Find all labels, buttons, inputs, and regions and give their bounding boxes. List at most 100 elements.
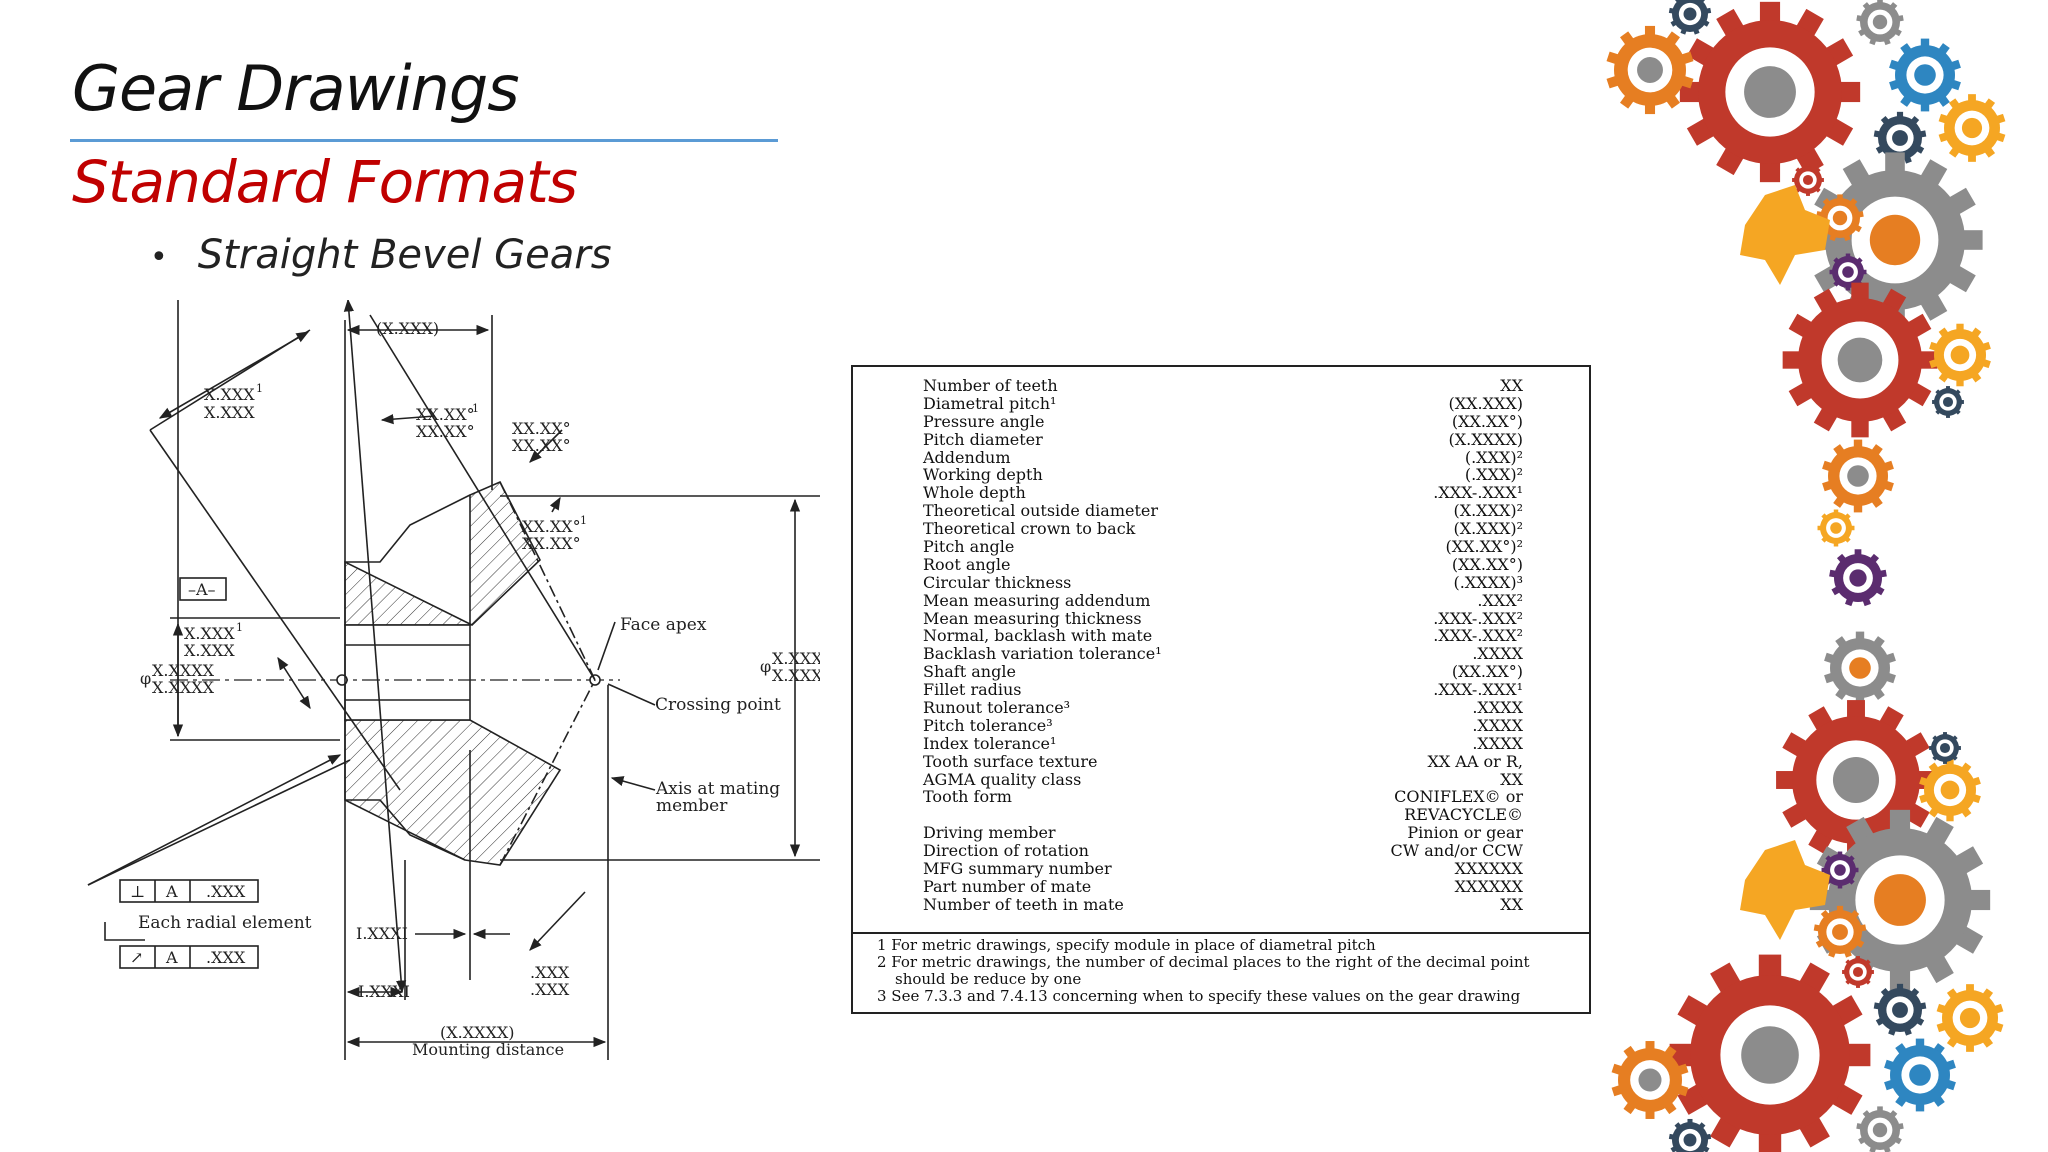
orange-gear-icon <box>1822 439 1894 513</box>
yellow-half-gear-icon <box>1740 185 1830 285</box>
row-label: Direction of rotation <box>923 841 1089 861</box>
red-gear-icon <box>1782 282 1938 438</box>
row-value: CONIFLEX© or <box>1394 787 1523 807</box>
row-value: .XXX-.XXX¹ <box>1433 680 1523 700</box>
row-label: Mean measuring thickness <box>923 608 1142 628</box>
od-phi: φ <box>760 657 771 676</box>
orange-gear-icon <box>1813 905 1867 958</box>
row-value: (X.XXX)² <box>1453 519 1523 539</box>
title-underline <box>70 139 778 142</box>
bore-dim-2: X.XXX <box>184 641 235 660</box>
blue-gear-icon <box>1889 38 1961 112</box>
row-value: .XXXX <box>1472 644 1523 664</box>
row-value: (XX.XX°) <box>1451 554 1523 574</box>
row-value: (XX.XX°)² <box>1445 537 1523 557</box>
angle-1a-sup: 1 <box>472 402 479 415</box>
row-label: Addendum <box>923 447 1011 467</box>
axis-mating-label-2: member <box>656 796 728 816</box>
bore-dim-1: X.XXX <box>184 624 235 643</box>
row-value: (XX.XX°) <box>1451 662 1523 682</box>
row-label: Runout tolerance³ <box>923 698 1071 718</box>
bore-dia-1: X.XXXX <box>152 661 215 680</box>
navy-gear-icon <box>1873 983 1927 1036</box>
row-label: Number of teeth <box>923 376 1058 395</box>
hub-dim-1: I.XXXI <box>356 924 408 943</box>
row-label: Circular thickness <box>923 572 1072 592</box>
red-gear-icon <box>1679 1 1861 183</box>
angle-2a: XX.XX° <box>512 419 571 438</box>
row-value: REVACYCLE© <box>1404 805 1523 825</box>
yellow-gear-icon <box>1938 94 2006 162</box>
fcf2-tolerance: .XXX <box>206 948 246 967</box>
row-label: Pitch diameter <box>923 429 1043 449</box>
decorative-gears <box>1606 0 2006 1152</box>
table-row: Addendum (.XXX)² <box>923 447 1523 467</box>
row-value: .XXX-.XXX¹ <box>1433 483 1523 503</box>
row-label: Tooth surface texture <box>923 751 1098 771</box>
table-row: Pressure angle(XX.XX°) <box>923 411 1523 431</box>
slide-title: Gear Drawings <box>72 52 519 125</box>
left-dim-1: X.XXX <box>204 385 255 404</box>
row-label: Tooth form <box>923 787 1012 807</box>
gear-bore <box>344 624 471 721</box>
table-row: Runout tolerance³.XXXX <box>923 699 1523 717</box>
slide-subtitle: Standard Formats <box>72 148 578 216</box>
row-value: (X.XXXX) <box>1448 429 1523 449</box>
table-row: Shaft angle(XX.XX°) <box>923 663 1523 681</box>
table-row: Backlash variation tolerance¹.XXXX <box>923 645 1523 663</box>
table-notes: 1 For metric drawings, specify module in… <box>877 937 1577 1005</box>
purple-gear-icon <box>1821 851 1859 889</box>
row-label: Driving member <box>923 823 1056 843</box>
row-label: Index tolerance¹ <box>923 733 1057 753</box>
yellow-gear-icon <box>1929 323 1991 387</box>
table-row: Pitch angle(XX.XX°)² <box>923 538 1523 556</box>
orange-gear-icon <box>1611 1041 1689 1119</box>
row-label: Pressure angle <box>923 411 1045 431</box>
mount-dim-value: (X.XXXX) <box>440 1023 515 1042</box>
row-value: .XXX-.XXX² <box>1433 608 1523 628</box>
row-label: Mean measuring addendum <box>923 590 1151 610</box>
row-value: (.XXX)² <box>1464 447 1523 467</box>
row-label: Pitch tolerance³ <box>923 715 1053 735</box>
table-row: Theoretical outside diameter(X.XXX)² <box>923 502 1523 520</box>
navy-gear-icon <box>1668 1118 1712 1152</box>
bullet-dot: • <box>150 239 168 275</box>
bore-dia-2: X.XXXX <box>152 678 215 697</box>
row-label: MFG summary number <box>923 859 1112 879</box>
angle-3a: XX.XX° <box>522 517 581 536</box>
gray-gear-icon <box>1824 631 1896 705</box>
yellow-half-gear-icon <box>1740 840 1830 940</box>
each-radial-label: Each radial element <box>138 913 312 933</box>
navy-gear-icon <box>1929 732 1961 764</box>
table-row: Whole depth.XXX-.XXX¹ <box>923 484 1523 502</box>
red-gear-icon <box>1669 954 1871 1152</box>
row-label: Theoretical outside diameter <box>923 501 1159 521</box>
table-row: Normal, backlash with mate.XXX-.XXX² <box>923 627 1523 645</box>
row-value: .XXXX <box>1472 715 1523 735</box>
table-row: Mean measuring addendum.XXX² <box>923 590 1523 610</box>
table-row: Mean measuring thickness .XXX-.XXX² <box>923 608 1523 628</box>
fcf1-tolerance: .XXX <box>206 882 246 901</box>
table-row: Diametral pitch¹(XX.XXX) <box>923 393 1523 413</box>
row-value: Pinion or gear <box>1407 823 1523 843</box>
purple-gear-icon <box>1829 549 1887 607</box>
row-label: Theoretical crown to back <box>923 519 1136 539</box>
purple-gear-icon <box>1829 253 1867 291</box>
table-row: Fillet radius.XXX-.XXX¹ <box>923 681 1523 699</box>
table-row: Working depth(.XXX)² <box>923 466 1523 484</box>
fcf1-symbol: ⊥ <box>130 882 145 901</box>
left-dim-2: X.XXX <box>204 403 255 422</box>
table-note: 1 For metric drawings, specify module in… <box>877 936 1376 954</box>
row-value: XX <box>1500 376 1523 395</box>
fcf2-datum: A <box>165 948 178 967</box>
yellow-gear-icon <box>1936 984 2004 1052</box>
row-value: (XX.XXX) <box>1448 393 1523 413</box>
row-label: Normal, backlash with mate <box>923 626 1153 646</box>
hub-dim-2: I.XXXI <box>358 982 410 1001</box>
row-value: CW and/or CCW <box>1390 841 1523 861</box>
row-value: XX <box>1500 769 1523 789</box>
